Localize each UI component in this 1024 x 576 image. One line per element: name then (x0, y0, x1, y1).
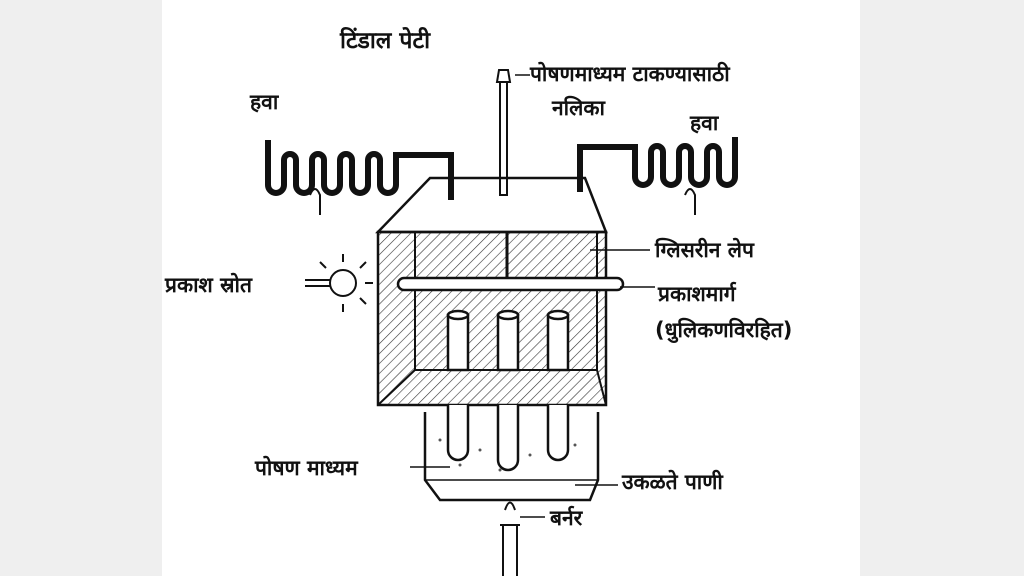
boiling-water-label: उकळते पाणी (622, 470, 723, 494)
light-source-icon (305, 254, 373, 312)
air-label-right: हवा (690, 111, 719, 135)
air-label-left: हवा (250, 90, 279, 114)
air-coil-right (577, 137, 738, 192)
air-coil-left (265, 140, 454, 200)
light-path-rod (396, 276, 625, 292)
nutrient-medium-label: पोषण माध्यम (255, 456, 358, 480)
light-source-label: प्रकाश स्रोत (165, 273, 252, 297)
water-bath (423, 412, 600, 502)
light-path-label-line2: (धुलिकणविरहित) (655, 318, 793, 342)
feed-tube-label-line2: नलिका (552, 96, 605, 120)
glycerin-coat-label: ग्लिसरीन लेप (655, 238, 754, 262)
burner-label: बर्नर (550, 506, 583, 530)
burner-icon (500, 501, 520, 576)
feed-tube-label-line1: पोषणमाध्यम टाकण्यासाठी (530, 62, 730, 86)
light-path-label-line1: प्रकाशमार्ग (658, 282, 736, 306)
test-tubes (446, 309, 570, 472)
box-top (375, 176, 608, 234)
diagram-title: टिंडाल पेटी (340, 28, 431, 54)
box-front (376, 230, 608, 407)
feed-tube (499, 82, 508, 196)
water-dots (438, 438, 577, 472)
